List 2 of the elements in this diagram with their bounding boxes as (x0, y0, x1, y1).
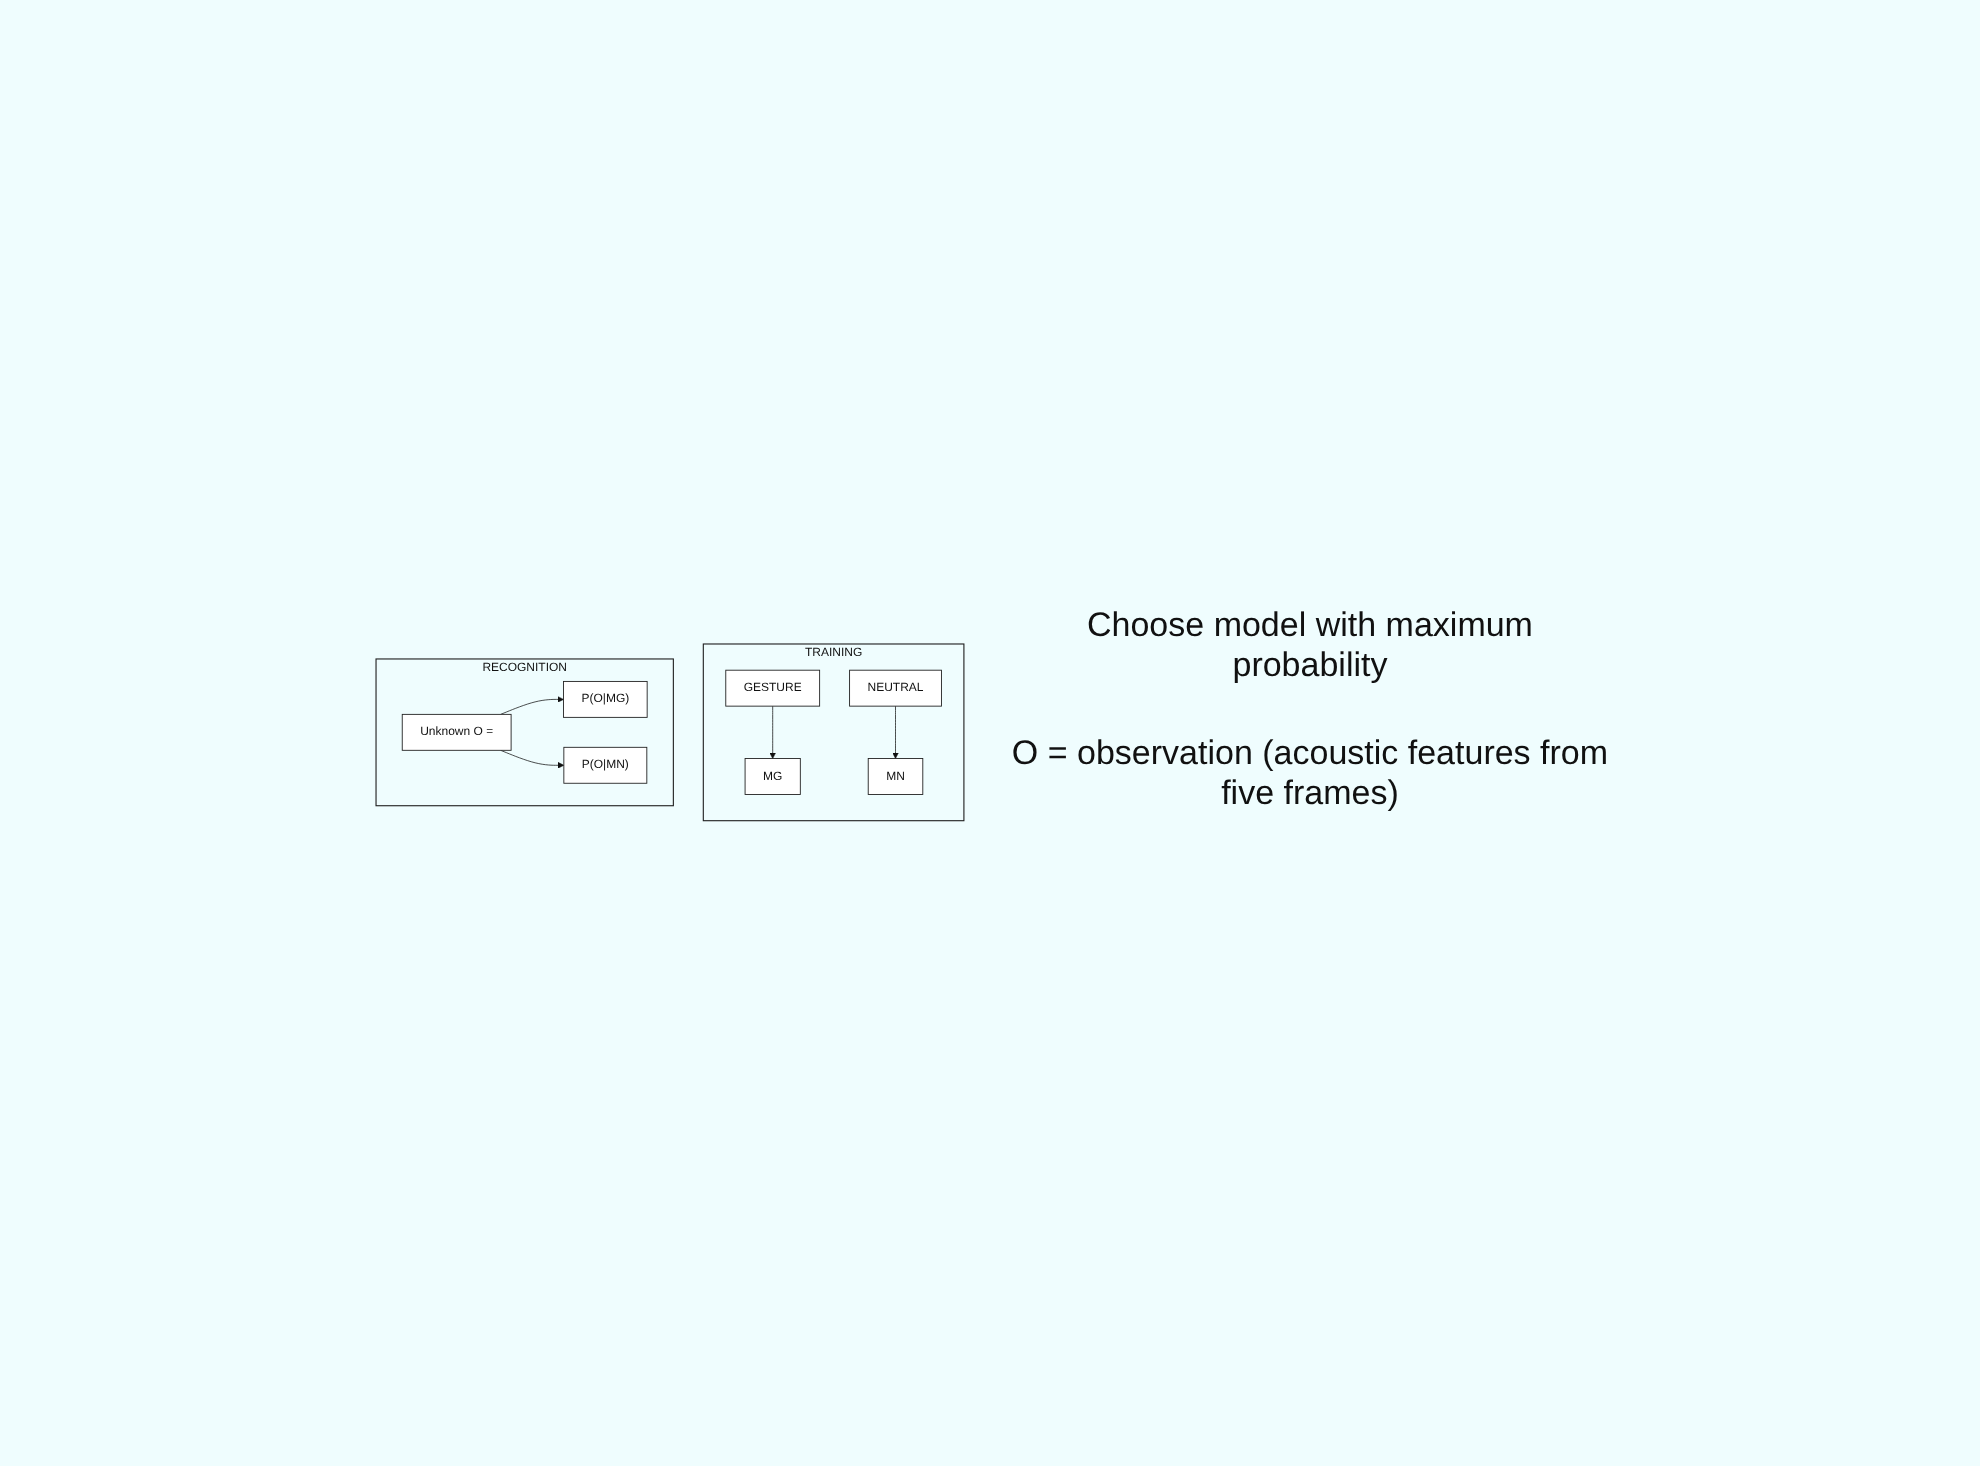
note-text: Choose model with maximum probability (1085, 605, 1535, 685)
note-text: O = observation (acoustic features from five frames) (1009, 733, 1610, 813)
